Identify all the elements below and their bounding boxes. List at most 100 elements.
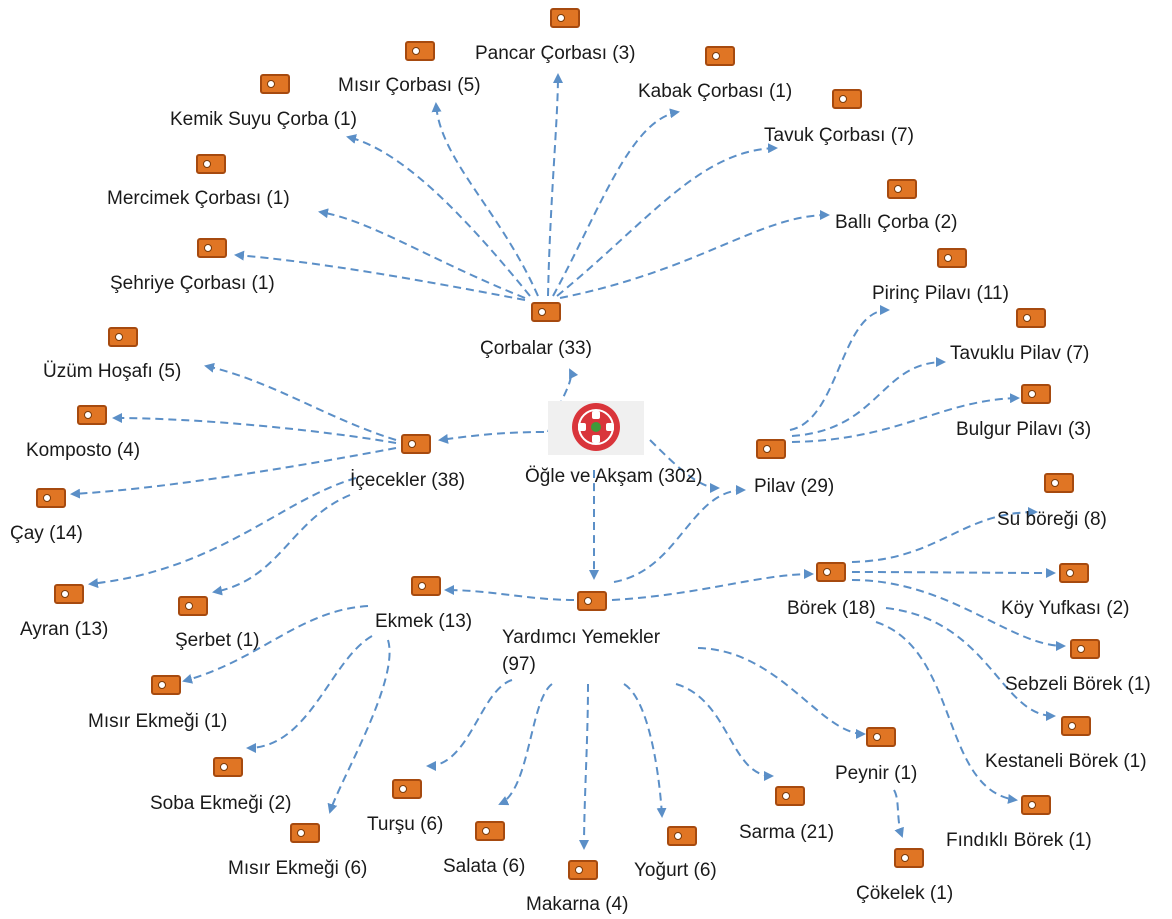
corbalar-node-icon[interactable] bbox=[531, 302, 561, 322]
salata-node-icon[interactable] bbox=[475, 821, 505, 841]
kestaneli-label: Kestaneli Börek (1) bbox=[985, 751, 1147, 772]
tavuklu-label: Tavuklu Pilav (7) bbox=[950, 343, 1090, 364]
icecekler-label: İçecekler (38) bbox=[350, 470, 466, 491]
pirinc-label: Pirinç Pilavı (11) bbox=[872, 283, 1009, 304]
edge-yardimci-to-peynir bbox=[697, 647, 866, 739]
misir-ekmegi-6-label: Mısır Ekmeği (6) bbox=[228, 858, 368, 879]
yardimci-label: Yardımcı Yemekler (97) bbox=[502, 627, 661, 675]
pancar-node-icon[interactable] bbox=[550, 8, 580, 28]
food-plate-icon[interactable] bbox=[548, 401, 644, 455]
bulgur-node-icon[interactable] bbox=[1021, 384, 1051, 404]
edge-pilav-to-pirinc bbox=[789, 305, 890, 431]
balli-label: Ballı Çorba (2) bbox=[835, 212, 958, 233]
serbet-node-icon[interactable] bbox=[178, 596, 208, 616]
soba-node-icon[interactable] bbox=[213, 757, 243, 777]
bulgur-label: Bulgur Pilavı (3) bbox=[956, 419, 1092, 440]
soba-label: Soba Ekmeği (2) bbox=[150, 793, 292, 814]
yogurt-label: Yoğurt (6) bbox=[634, 860, 717, 881]
su-boregi-node-icon[interactable] bbox=[1044, 473, 1074, 493]
mercimek-node-icon[interactable] bbox=[196, 154, 226, 174]
cokelek-node-icon[interactable] bbox=[894, 848, 924, 868]
salata-label: Salata (6) bbox=[443, 856, 526, 877]
icecekler-node-icon[interactable] bbox=[401, 434, 431, 454]
kemik-label: Kemik Suyu Çorba (1) bbox=[170, 109, 357, 130]
edge-yardimci-to-pilav bbox=[613, 485, 746, 583]
borek-node-icon[interactable] bbox=[816, 562, 846, 582]
edge-icecekler-to-serbet bbox=[212, 494, 351, 596]
edge-yardimci-to-salata bbox=[498, 683, 553, 806]
komposto-label: Komposto (4) bbox=[26, 440, 141, 461]
uzum-label: Üzüm Hoşafı (5) bbox=[43, 361, 182, 382]
edge-borek-to-kestaneli bbox=[885, 607, 1056, 721]
ekmek-label: Ekmek (13) bbox=[375, 611, 473, 632]
sehriye-node-icon[interactable] bbox=[197, 238, 227, 258]
ekmek-node-icon[interactable] bbox=[411, 576, 441, 596]
sebzeli-node-icon[interactable] bbox=[1070, 639, 1100, 659]
edge-yardimci-to-makarna bbox=[579, 683, 590, 850]
balli-node-icon[interactable] bbox=[887, 179, 917, 199]
pancar-label: Pancar Çorbası (3) bbox=[475, 43, 636, 64]
yardimci-node-icon[interactable] bbox=[577, 591, 607, 611]
uzum-node-icon[interactable] bbox=[108, 327, 138, 347]
pilav-label: Pilav (29) bbox=[754, 476, 835, 497]
edge-yardimci-to-tursu bbox=[426, 679, 513, 771]
kabak-node-icon[interactable] bbox=[705, 46, 735, 66]
edge-root-to-corbalar bbox=[547, 368, 579, 433]
sebzeli-label: Sebzeli Börek (1) bbox=[1005, 674, 1151, 695]
edge-corbalar-to-tavuk bbox=[556, 143, 778, 297]
pirinc-node-icon[interactable] bbox=[937, 248, 967, 268]
findikli-node-icon[interactable] bbox=[1021, 795, 1051, 815]
sarma-label: Sarma (21) bbox=[739, 822, 835, 843]
cokelek-label: Çökelek (1) bbox=[856, 883, 954, 904]
misir-ekmegi-1-label: Mısır Ekmeği (1) bbox=[88, 711, 228, 732]
misir-ekmegi-1-node-icon[interactable] bbox=[151, 675, 181, 695]
kestaneli-node-icon[interactable] bbox=[1061, 716, 1091, 736]
edge-root-to-pilav bbox=[649, 439, 720, 493]
edge-borek-to-findikli bbox=[875, 621, 1018, 804]
kemik-node-icon[interactable] bbox=[260, 74, 290, 94]
ayran-label: Ayran (13) bbox=[20, 619, 109, 640]
misir-corba-label: Mısır Çorbası (5) bbox=[338, 75, 481, 96]
borek-label: Börek (18) bbox=[787, 598, 876, 619]
edge-corbalar-to-kemik bbox=[346, 134, 531, 297]
kabak-label: Kabak Çorbası (1) bbox=[638, 81, 793, 102]
misir-ekmegi-6-node-icon[interactable] bbox=[290, 823, 320, 843]
edge-pilav-to-tavuklu bbox=[791, 357, 946, 437]
sarma-node-icon[interactable] bbox=[775, 786, 805, 806]
sehriye-label: Şehriye Çorbası (1) bbox=[110, 273, 275, 294]
mercimek-label: Mercimek Çorbası (1) bbox=[107, 188, 290, 209]
yogurt-node-icon[interactable] bbox=[667, 826, 697, 846]
misir-corba-node-icon[interactable] bbox=[405, 41, 435, 61]
serbet-label: Şerbet (1) bbox=[175, 630, 260, 651]
tursu-node-icon[interactable] bbox=[392, 779, 422, 799]
pilav-node-icon[interactable] bbox=[756, 439, 786, 459]
makarna-label: Makarna (4) bbox=[526, 894, 629, 915]
edge-corbalar-to-mercimek bbox=[318, 208, 526, 299]
edge-peynir-to-cokelek bbox=[893, 789, 904, 838]
komposto-node-icon[interactable] bbox=[77, 405, 107, 425]
edge-borek-to-koy bbox=[851, 567, 1056, 578]
tavuklu-node-icon[interactable] bbox=[1016, 308, 1046, 328]
cay-node-icon[interactable] bbox=[36, 488, 66, 508]
edge-yardimci-to-borek bbox=[611, 569, 814, 601]
koy-node-icon[interactable] bbox=[1059, 563, 1089, 583]
cay-label: Çay (14) bbox=[10, 523, 83, 544]
root-label: Öğle ve Akşam (302) bbox=[525, 466, 703, 487]
findikli-label: Fındıklı Börek (1) bbox=[946, 830, 1092, 851]
tursu-label: Turşu (6) bbox=[367, 814, 444, 835]
edge-corbalar-to-misir bbox=[431, 102, 539, 297]
makarna-node-icon[interactable] bbox=[568, 860, 598, 880]
edge-yardimci-to-yogurt bbox=[623, 683, 667, 818]
ayran-node-icon[interactable] bbox=[54, 584, 84, 604]
su-boregi-label: Su böreği (8) bbox=[997, 509, 1107, 530]
peynir-label: Peynir (1) bbox=[835, 763, 918, 784]
corbalar-label: Çorbalar (33) bbox=[480, 338, 592, 359]
tavuk-corba-label: Tavuk Çorbası (7) bbox=[764, 125, 914, 146]
edge-corbalar-to-kabak bbox=[552, 108, 680, 297]
koy-label: Köy Yufkası (2) bbox=[1001, 598, 1130, 619]
edge-icecekler-to-cay bbox=[70, 447, 397, 499]
edge-ekmek-to-misir1 bbox=[182, 605, 369, 684]
tavuk-corba-node-icon[interactable] bbox=[832, 89, 862, 109]
peynir-node-icon[interactable] bbox=[866, 727, 896, 747]
